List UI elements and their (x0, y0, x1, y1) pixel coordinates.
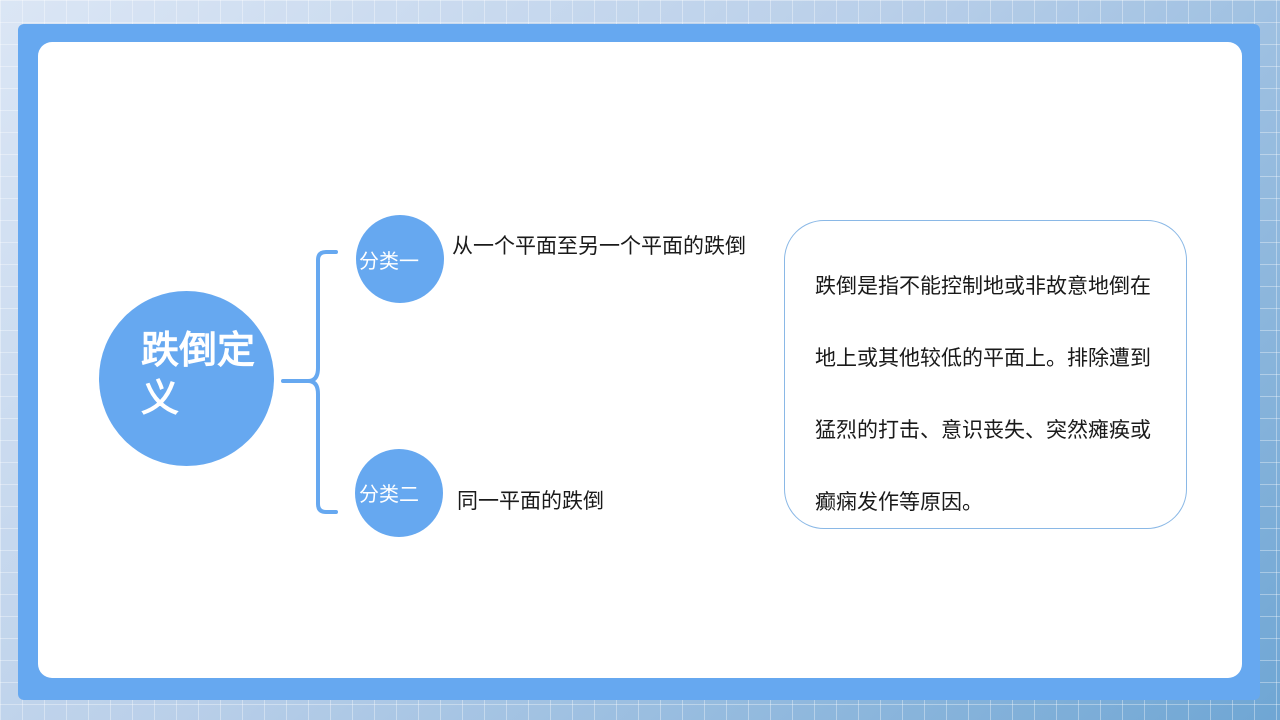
main-topic-title: 跌倒定义 (141, 328, 256, 420)
category-one-circle (356, 215, 444, 303)
main-topic-circle (99, 291, 274, 466)
definition-box (784, 220, 1187, 529)
category-one-label: 分类一 (359, 249, 419, 273)
category-two-description: 同一平面的跌倒 (457, 489, 604, 513)
category-two-circle (355, 449, 443, 537)
category-two-label: 分类二 (359, 482, 419, 506)
definition-text: 跌倒是指不能控制地或非故意地倒在地上或其他较低的平面上。排除遭到猛烈的打击、意识… (815, 274, 1151, 514)
connector-bracket (281, 250, 338, 514)
category-one-description: 从一个平面至另一个平面的跌倒 (452, 234, 746, 258)
